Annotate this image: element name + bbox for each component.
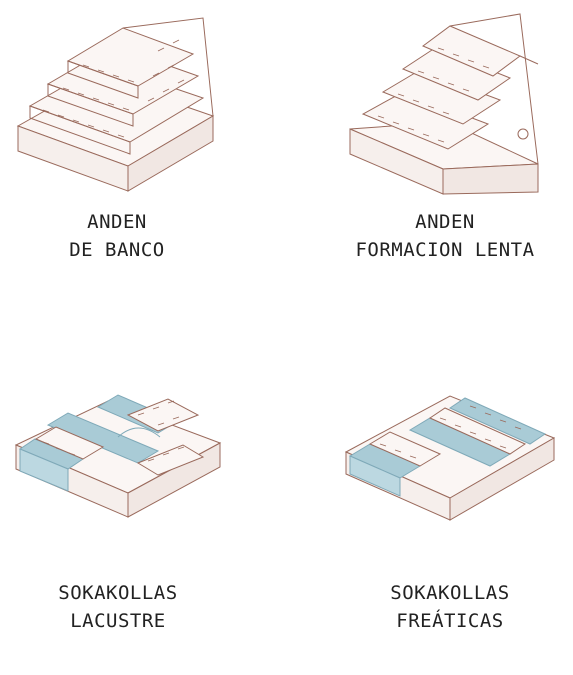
caption-line-1: SOKAKOLLAS — [390, 582, 510, 604]
caption-line-2: FREÁTICAS — [396, 610, 504, 632]
caption-bench-terrace: ANDEN DE BANCO — [0, 208, 247, 264]
caption-slow-formation-terrace: ANDEN FORMACION LENTA — [315, 208, 573, 264]
terrace-bench-illustration — [16, 17, 215, 192]
terrace-slow-formation-illustration — [349, 13, 539, 195]
sokakollas-lacustrine-illustration — [14, 394, 222, 518]
caption-line-1: ANDEN — [87, 211, 147, 233]
caption-line-2: FORMACION LENTA — [355, 239, 535, 261]
caption-line-2: LACUSTRE — [70, 610, 166, 632]
caption-line-1: ANDEN — [415, 211, 475, 233]
caption-lacustrine-sokakollas: SOKAKOLLAS LACUSTRE — [0, 579, 248, 635]
sokakollas-phreatic-illustration — [344, 395, 556, 521]
caption-phreatic-sokakollas: SOKAKOLLAS FREÁTICAS — [320, 579, 573, 635]
caption-line-2: DE BANCO — [69, 239, 165, 261]
caption-line-1: SOKAKOLLAS — [58, 582, 178, 604]
